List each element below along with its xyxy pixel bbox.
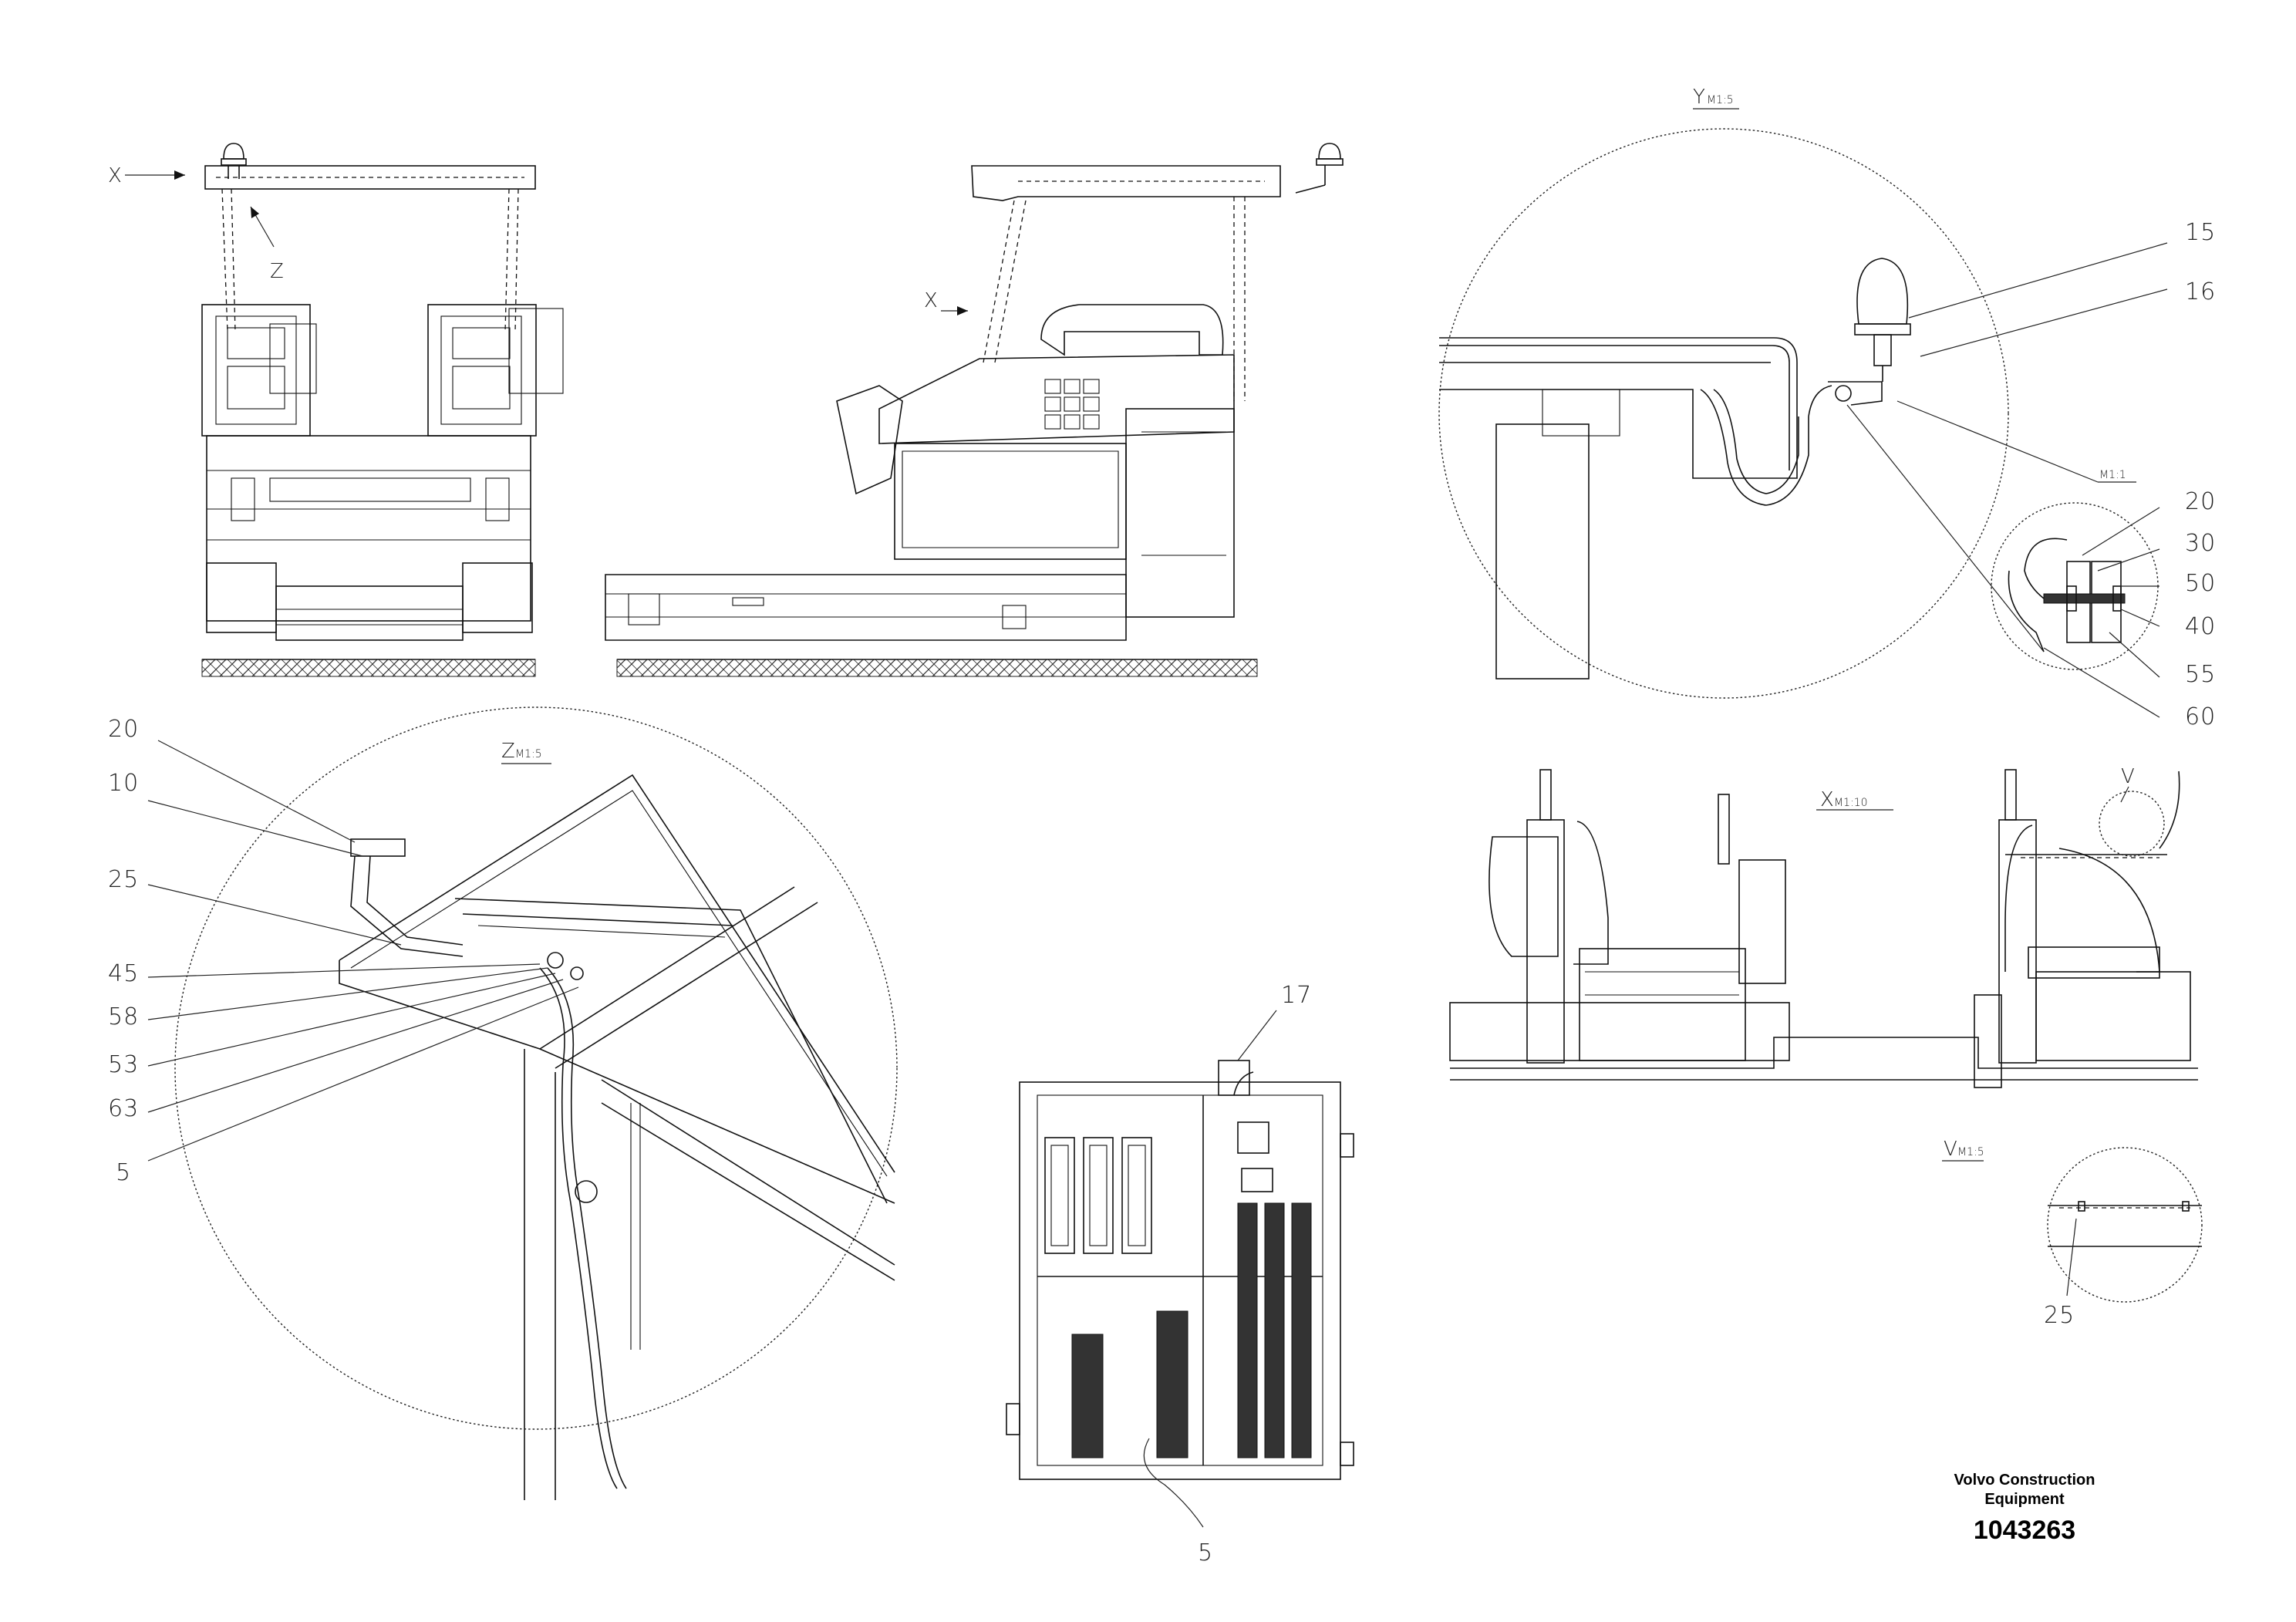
- company-name-line2: Equipment: [1984, 1491, 2065, 1508]
- callout-30: 30: [2185, 530, 2216, 557]
- view-x: [1449, 769, 2198, 1088]
- detail-z-letter: Z: [501, 740, 515, 763]
- callout-box-5: 5: [1198, 1539, 1213, 1566]
- detail-y-scale: M1:5: [1707, 94, 1734, 106]
- callout-40: 40: [2185, 613, 2216, 640]
- title-block: Volvo Construction Equipment 1043263: [1954, 1472, 2095, 1545]
- callout-15: 15: [2185, 219, 2216, 246]
- callout-z-25: 25: [108, 866, 139, 893]
- detail-v-scale: M1:5: [1957, 1146, 1984, 1158]
- detail-v: [1942, 1147, 2203, 1303]
- detail-y: [1438, 108, 2009, 699]
- callout-z-58: 58: [108, 1003, 139, 1030]
- detail-y-letter: Y: [1693, 86, 1705, 109]
- callout-z-63: 63: [108, 1095, 139, 1122]
- detail-z: [174, 706, 898, 1500]
- view-x-scale: M1:10: [1834, 797, 1868, 809]
- keypad: [1044, 379, 1100, 430]
- beacon-light-icon: [1295, 143, 1344, 194]
- detail-v-letter: V: [1944, 1138, 1957, 1161]
- callout-z-53: 53: [108, 1051, 139, 1078]
- callout-z-20: 20: [108, 716, 139, 743]
- front-view-paver: [125, 143, 564, 677]
- front-view-z-marker: Z: [270, 260, 284, 283]
- side-view-paver: [605, 143, 1344, 677]
- view-x-letter: X: [1820, 788, 1834, 811]
- front-view-x-marker: X: [108, 164, 122, 187]
- detail-y-sub: [1991, 502, 2160, 718]
- callout-z-45: 45: [108, 960, 139, 987]
- callout-v-25: 25: [2044, 1302, 2075, 1329]
- beacon-light-icon: [221, 143, 247, 179]
- callout-20-y: 20: [2185, 488, 2216, 515]
- detail-z-scale: M1:5: [515, 748, 542, 760]
- detail-y-leaders: [1846, 242, 2168, 653]
- callout-16: 16: [2185, 278, 2216, 305]
- beacon-lamp-icon: [1854, 258, 1911, 382]
- detail-z-leaders: [147, 740, 579, 1162]
- part-number: 1043263: [1974, 1516, 2075, 1545]
- callout-55: 55: [2185, 661, 2216, 688]
- electrical-box: [1006, 1010, 1354, 1528]
- detail-y-sub-scale: M1:1: [2099, 469, 2126, 481]
- company-name-line1: Volvo Construction: [1954, 1472, 2095, 1489]
- callout-z-10: 10: [108, 770, 139, 797]
- callout-z-5: 5: [116, 1159, 131, 1186]
- view-x-v-marker: V: [2121, 765, 2135, 788]
- callout-60: 60: [2185, 703, 2216, 730]
- callout-50: 50: [2185, 570, 2216, 597]
- callout-box-17: 17: [1281, 982, 1312, 1009]
- side-view-x-marker: X: [924, 289, 938, 312]
